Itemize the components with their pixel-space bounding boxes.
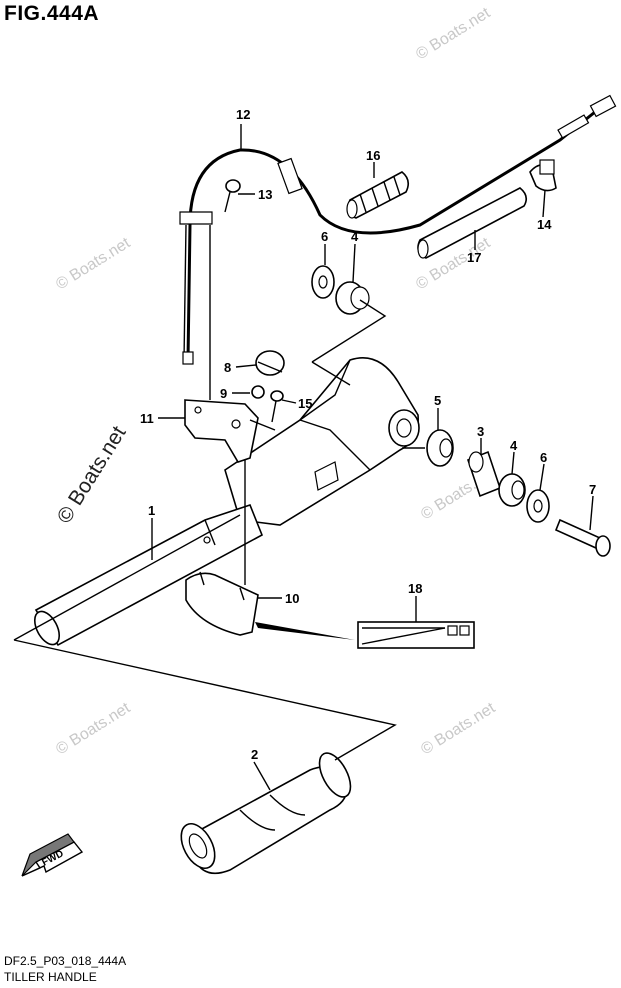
figure-code: DF2.5_P03_018_444A bbox=[4, 954, 127, 968]
part-6-washer-upper bbox=[311, 265, 335, 299]
callout-17: 17 bbox=[467, 250, 481, 265]
part-5-bushing bbox=[426, 429, 454, 467]
part-1-handle-tube bbox=[33, 504, 264, 647]
callout-14: 14 bbox=[537, 217, 552, 232]
callout-leaders bbox=[151, 124, 594, 791]
callout-16: 16 bbox=[366, 148, 380, 163]
part-4-bushing-lower bbox=[498, 473, 526, 507]
watermark-main: © Boats.net bbox=[53, 422, 131, 528]
callout-7: 7 bbox=[589, 482, 596, 497]
part-4-bushing-upper bbox=[335, 281, 370, 315]
part-7-bolt bbox=[554, 518, 611, 557]
callout-4-upper: 4 bbox=[351, 229, 359, 244]
part-17-tube bbox=[417, 187, 528, 259]
part-15-screw bbox=[270, 390, 284, 423]
callout-12: 12 bbox=[236, 107, 250, 122]
callout-4-lower: 4 bbox=[510, 438, 518, 453]
callout-1: 1 bbox=[148, 503, 155, 518]
part-12-throttle-cable bbox=[179, 94, 617, 365]
callout-6-lower: 6 bbox=[540, 450, 547, 465]
part-9-nut bbox=[251, 385, 265, 399]
part-18-label bbox=[357, 621, 475, 649]
fwd-arrow-icon: FWD bbox=[21, 833, 84, 877]
callout-2: 2 bbox=[251, 747, 258, 762]
part-16-sleeve bbox=[346, 171, 410, 219]
callout-labels: 12 13 16 14 17 6 4 8 9 15 11 5 3 4 6 7 1… bbox=[140, 107, 596, 762]
part-8-knob bbox=[255, 350, 285, 376]
watermark: © Boats.net bbox=[413, 4, 494, 63]
part-10-clamp-lower bbox=[185, 571, 259, 636]
callout-10: 10 bbox=[285, 591, 299, 606]
part-13-screw bbox=[224, 179, 241, 213]
part-2-grip bbox=[180, 752, 352, 875]
watermark: © Boats.net bbox=[53, 699, 134, 758]
part-14-clamp bbox=[529, 159, 557, 192]
callout-15: 15 bbox=[298, 396, 312, 411]
figure-name: TILLER HANDLE bbox=[4, 970, 97, 984]
callout-5: 5 bbox=[434, 393, 441, 408]
callout-13: 13 bbox=[258, 187, 272, 202]
tiller-arm bbox=[224, 356, 420, 526]
part-6-washer-lower bbox=[526, 489, 550, 523]
part-11-clamp-upper bbox=[184, 399, 259, 463]
watermark: © Boats.net bbox=[418, 699, 499, 758]
callout-18: 18 bbox=[408, 581, 422, 596]
callout-8: 8 bbox=[224, 360, 231, 375]
watermark: © Boats.net bbox=[53, 234, 134, 293]
callout-6-upper: 6 bbox=[321, 229, 328, 244]
assembly-lines bbox=[13, 225, 425, 761]
callout-3: 3 bbox=[477, 424, 484, 439]
callout-9: 9 bbox=[220, 386, 227, 401]
figure-title: FIG.444A bbox=[4, 2, 100, 25]
callout-11: 11 bbox=[140, 411, 154, 426]
